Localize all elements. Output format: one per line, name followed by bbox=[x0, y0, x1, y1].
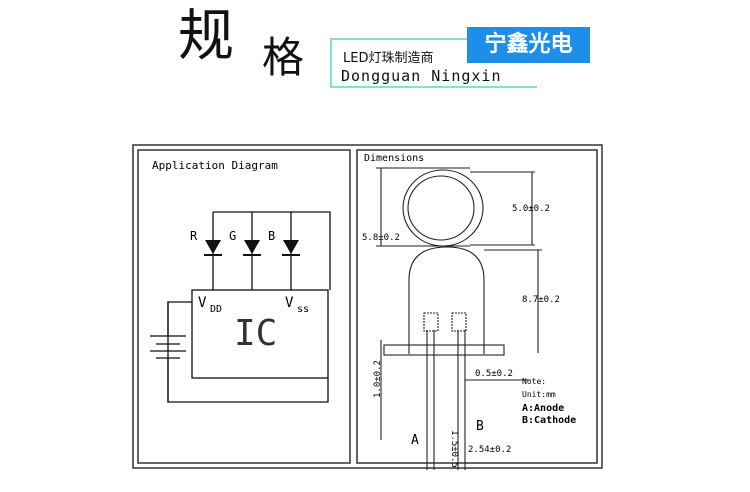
dim-flange: 1.0±0.2 bbox=[373, 360, 383, 398]
vdd-label: V bbox=[198, 295, 207, 311]
dimensions-title: Dimensions bbox=[364, 153, 424, 164]
dim-lead: 0.5±0.2 bbox=[475, 369, 513, 379]
led-label-r: R bbox=[190, 229, 198, 243]
note-anode: A:Anode bbox=[522, 403, 564, 414]
title-char-1: 规 bbox=[178, 4, 234, 69]
tagline-frame bbox=[330, 38, 537, 88]
pin-a-label: A bbox=[411, 433, 419, 448]
led-diodes bbox=[204, 240, 300, 256]
application-panel bbox=[137, 149, 351, 464]
note-unit: Unit:mm bbox=[522, 390, 556, 399]
dim-width: 5.8±0.2 bbox=[362, 233, 400, 243]
vdd-sub: DD bbox=[210, 304, 222, 315]
subtitle-cn: LED灯珠制造商 bbox=[343, 51, 434, 66]
dim-pitch: 2.54±0.2 bbox=[468, 445, 511, 455]
outer-frame bbox=[132, 144, 603, 469]
note-cathode: B:Cathode bbox=[522, 415, 576, 426]
brand-badge: 宁鑫光电 bbox=[467, 27, 590, 63]
vss-sub: ss bbox=[297, 304, 309, 315]
dim-lead-length: 1.5±0.5 bbox=[449, 430, 459, 468]
application-title: Application Diagram bbox=[152, 159, 278, 172]
led-label-g: G bbox=[229, 229, 236, 243]
dimensions-panel bbox=[356, 149, 598, 464]
ic-label: IC bbox=[234, 313, 277, 354]
title-char-2: 格 bbox=[262, 33, 305, 82]
led-outline bbox=[376, 167, 542, 470]
dim-inner: 5.0±0.2 bbox=[512, 204, 550, 214]
pin-b-label: B bbox=[476, 419, 484, 434]
subtitle-en: Dongguan Ningxin bbox=[341, 67, 502, 85]
vss-label: V bbox=[285, 295, 294, 311]
led-label-b: B bbox=[268, 229, 275, 243]
dim-height: 8.7±0.2 bbox=[522, 295, 560, 305]
note-title: Note: bbox=[522, 377, 546, 386]
